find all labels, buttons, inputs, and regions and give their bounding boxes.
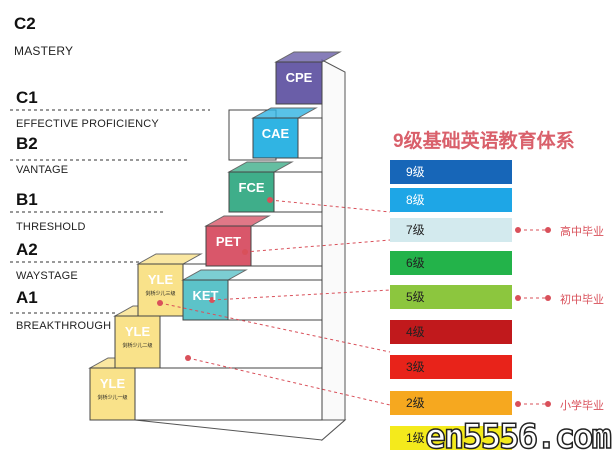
system-title: 9级基础英语教育体系: [393, 131, 575, 152]
exam-step-yle: [89, 367, 136, 421]
exam-label-yle: YLE: [99, 376, 126, 391]
primary-school-graduation: 小学毕业: [560, 400, 604, 412]
exam-label-cae: CAE: [261, 126, 290, 141]
exam-sublabel: 剑桥少儿二级: [122, 343, 153, 349]
cefr-desc-effective: EFFECTIVE PROFICIENCY: [16, 118, 159, 130]
level-box-9: 9级: [390, 160, 512, 184]
level-box-5: 5级: [390, 285, 512, 309]
step-top: [274, 51, 342, 63]
stair-riser: [297, 117, 323, 159]
stair-riser: [134, 367, 323, 421]
level-box-3: 3级: [390, 355, 512, 379]
level-box-1: 1级: [390, 426, 512, 450]
high-school-graduation: 高中毕业: [560, 226, 604, 238]
cefr-level-a2: A2: [16, 240, 38, 259]
middle-school-graduation: 初中毕业: [560, 294, 604, 306]
cefr-level-b2: B2: [16, 134, 38, 153]
level-box-7: 7级: [390, 218, 512, 242]
level-box-4: 4级: [390, 320, 512, 344]
exam-label-ket: KET: [192, 288, 219, 303]
cefr-desc-mastery: MASTERY: [14, 44, 74, 58]
exam-label-pet: PET: [215, 234, 242, 249]
cefr-level-c2: C2: [14, 14, 36, 33]
exam-label-yle: YLE: [147, 272, 174, 287]
step-top: [227, 161, 294, 173]
exam-label-yle: YLE: [124, 324, 151, 339]
cefr-desc-vantage: VANTAGE: [16, 164, 69, 176]
exam-step-fce: [228, 171, 275, 213]
exam-step-yle: [114, 315, 161, 369]
watermark: en5556.com: [425, 416, 613, 457]
cefr-level-c1: C1: [16, 88, 38, 107]
exam-step-pet: [205, 225, 252, 267]
exam-label-fce: FCE: [238, 180, 265, 195]
stair-riser: [159, 315, 323, 369]
cefr-desc-breakthrough: BREAKTHROUGH: [16, 320, 112, 332]
exam-sublabel: 剑桥少儿三级: [145, 291, 176, 297]
cefr-level-b1: B1: [16, 190, 38, 209]
cefr-desc-threshold: THRESHOLD: [16, 221, 86, 233]
level-box-6: 6级: [390, 251, 512, 275]
level-box-2: 2级: [390, 391, 512, 415]
exam-label-cpe: CPE: [285, 70, 313, 85]
step-top: [136, 253, 203, 265]
exam-sublabel: 剑桥少儿一级: [97, 395, 128, 401]
stair-riser: [227, 279, 323, 321]
exam-step-cae: [252, 117, 299, 159]
cefr-level-a1: A1: [16, 288, 38, 307]
level-box-8: 8级: [390, 188, 512, 212]
cefr-desc-waystage: WAYSTAGE: [16, 270, 78, 282]
stair-riser: [273, 171, 323, 213]
step-top: [204, 215, 271, 227]
stair-riser: [250, 225, 323, 267]
exam-step-cpe: [275, 61, 323, 105]
